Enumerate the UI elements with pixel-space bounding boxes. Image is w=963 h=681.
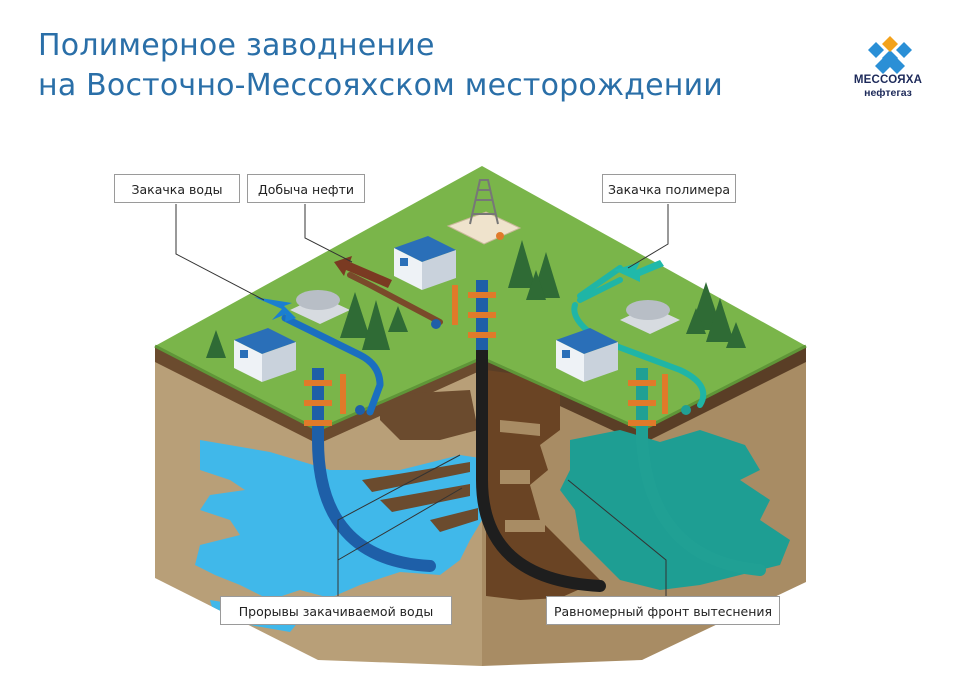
logo-mark-icon bbox=[868, 36, 912, 74]
wellhead-polymer bbox=[628, 368, 691, 440]
polymer-arrow-icon bbox=[614, 260, 664, 282]
wellhead-water bbox=[304, 368, 365, 440]
production-well bbox=[476, 334, 606, 592]
logo-subtitle: нефтегаз bbox=[864, 87, 912, 99]
wells bbox=[312, 334, 766, 592]
label-uniform-front: Равномерный фронт вытеснения bbox=[546, 596, 780, 625]
label-polymer-injection: Закачка полимера bbox=[602, 174, 736, 203]
label-oil-production: Добыча нефти bbox=[247, 174, 365, 203]
logo-name: МЕССОЯХА bbox=[853, 74, 923, 86]
title-line-2: на Восточно-Мессояхском месторождении bbox=[38, 68, 723, 103]
polymer-reservoir bbox=[486, 370, 790, 600]
title-line-1: Полимерное заводнение bbox=[38, 28, 435, 63]
trees bbox=[206, 240, 746, 358]
tank-left bbox=[290, 290, 350, 324]
page-title: Полимерное заводнение на Восточно-Мессоя… bbox=[38, 26, 723, 106]
cabin-left bbox=[234, 328, 296, 382]
label-water-injection: Закачка воды bbox=[114, 174, 240, 203]
label-water-breakthrough: Прорывы закачиваемой воды bbox=[220, 596, 452, 625]
cabin-center bbox=[394, 236, 456, 290]
flow-arrows bbox=[254, 256, 664, 322]
drilling-rig-icon bbox=[446, 179, 522, 245]
leader-lines bbox=[175, 204, 669, 598]
water-arrow-icon bbox=[254, 297, 296, 322]
tank-right bbox=[620, 300, 680, 334]
pipelines bbox=[281, 265, 707, 416]
cabin-right bbox=[556, 328, 618, 382]
company-logo: МЕССОЯХА нефтегаз bbox=[846, 36, 930, 106]
polymer-well bbox=[636, 434, 766, 576]
oil-arrow-icon bbox=[334, 256, 392, 288]
water-well bbox=[312, 434, 436, 572]
wellhead-production bbox=[431, 280, 496, 350]
